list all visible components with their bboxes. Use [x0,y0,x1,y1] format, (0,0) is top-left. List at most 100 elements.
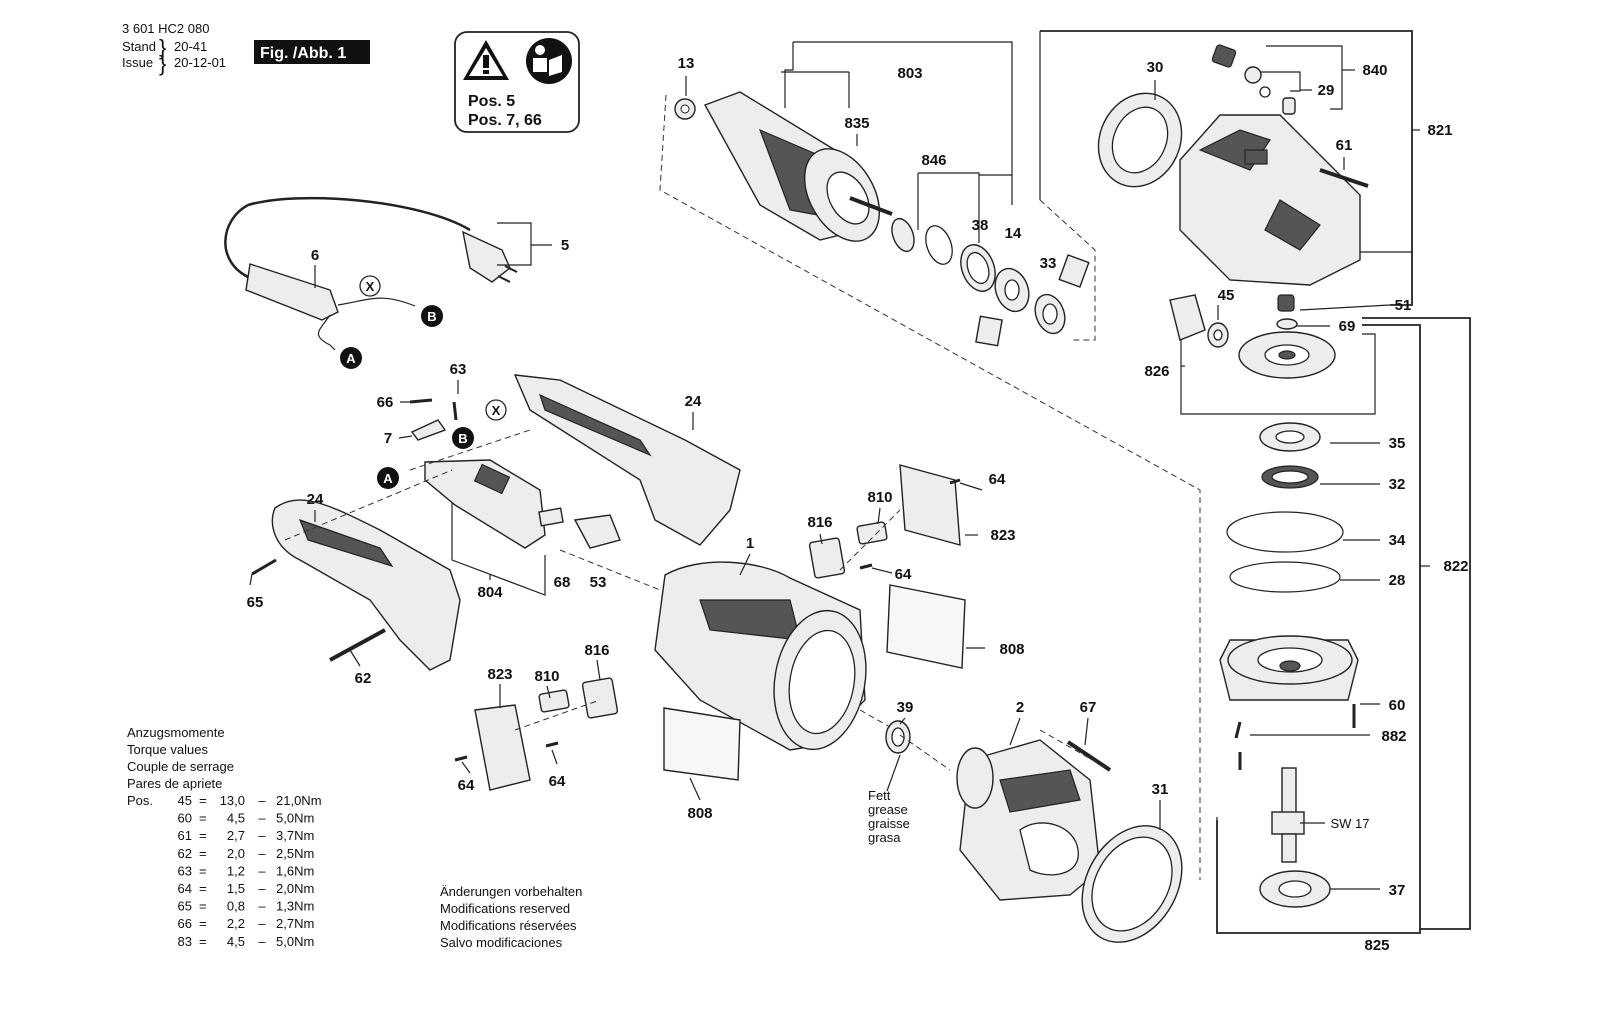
torque-row-max: 1,6Nm [276,863,314,878]
svg-text:B: B [458,431,467,446]
torque-row-min: 4,5 [227,811,245,826]
modification-notes: Änderungen vorbehalten Modifications res… [440,884,582,950]
issue-value: 20-12-01 [174,55,226,70]
torque-row-max: 2,5Nm [276,846,314,861]
figure-label: Fig. /Abb. 1 [260,45,346,62]
svg-text:A: A [383,471,393,486]
marker-x-1: X [359,275,381,297]
torque-row-dash: – [258,934,266,949]
svg-text:Änderungen vorbehalten: Änderungen vorbehalten [440,884,582,899]
torque-pos-label: Pos. [127,793,153,808]
callout-33: 33 [1040,255,1057,272]
torque-row-pos: 61 [178,828,192,843]
torque-row-max: 5,0Nm [276,934,314,949]
svg-text:graisse: graisse [868,816,910,831]
read-manual-icon [526,38,572,84]
callout-803: 803 [897,65,922,82]
callout-29: 29 [1318,82,1335,99]
drawing-number: 3 601 HC2 080 [122,21,209,36]
field-coil-group [956,729,1183,943]
torque-row-equals: = [199,881,207,896]
torque-row-min: 2,7 [227,828,245,843]
svg-text:}: } [159,35,166,60]
document-header: 3 601 HC2 080 Stand } 20-41 Issue } 20-1… [122,21,370,76]
torque-row-max: 21,0Nm [276,793,322,808]
callout-64-brush-cover: 64 [989,471,1006,488]
callout-826: 826 [1144,363,1169,380]
svg-text:Modifications réservées: Modifications réservées [440,918,577,933]
torque-row-dash: – [258,828,266,843]
callout-816-lower: 816 [584,642,609,659]
warning-line-1: Pos. 5 [468,93,515,110]
callout-846: 846 [921,152,946,169]
torque-row-equals: = [199,828,207,843]
torque-row-max: 2,0Nm [276,881,314,896]
part-callouts: 13 803 835 846 38 14 33 30 840 29 821 61… [247,55,1469,954]
torque-row-dash: – [258,899,266,914]
torque-row-min: 2,0 [227,846,245,861]
callout-2: 2 [1016,699,1024,716]
torque-row-min: 4,5 [227,934,245,949]
torque-row-min: 2,2 [227,916,245,931]
torque-row-min: 1,2 [227,863,245,878]
callout-1: 1 [746,535,754,552]
torque-title-fr: Couple de serrage [127,759,234,774]
svg-text:Salvo modificaciones: Salvo modificaciones [440,935,563,950]
torque-row-pos: 64 [178,881,192,896]
torque-row-equals: = [199,811,207,826]
svg-text:Modifications reserved: Modifications reserved [440,901,570,916]
callout-822: 822 [1443,558,1468,575]
callout-63: 63 [450,361,467,378]
torque-row-dash: – [258,916,266,931]
callout-31: 31 [1152,781,1169,798]
callout-28: 28 [1389,572,1406,589]
torque-row-dash: – [258,793,266,808]
callout-808-right: 808 [999,641,1024,658]
svg-text:grease: grease [868,802,908,817]
callout-14: 14 [1005,225,1022,242]
torque-row-equals: = [199,934,207,949]
torque-values-table: Anzugsmomente Torque values Couple de se… [127,725,322,949]
torque-row-pos: 63 [178,863,192,878]
callout-24-handle: 24 [307,491,324,508]
callout-53: 53 [590,574,607,591]
callout-840: 840 [1362,62,1387,79]
svg-text:A: A [346,351,356,366]
svg-text:Fett: Fett [868,788,891,803]
torque-title-de: Anzugsmomente [127,725,225,740]
callout-leader-lines [249,76,1345,830]
callout-64-upper: 64 [895,566,912,583]
callout-6: 6 [311,247,319,264]
torque-title-en: Torque values [127,742,208,757]
callout-66: 66 [377,394,394,411]
callout-835: 835 [844,115,869,132]
callout-64-lower-left: 64 [458,777,475,794]
torque-row-min: 13,0 [220,793,245,808]
callout-30: 30 [1147,59,1164,76]
issue-label: Issue [122,55,153,70]
callout-65: 65 [247,594,264,611]
torque-row-pos: 45 [178,793,192,808]
torque-row-max: 5,0Nm [276,811,314,826]
marker-a-2: A [377,467,399,489]
gear-head-group [1097,44,1391,908]
callout-810-upper: 810 [867,489,892,506]
torque-row-dash: – [258,846,266,861]
callout-24-top: 24 [685,393,702,410]
callout-61: 61 [1336,137,1353,154]
torque-row-dash: – [258,881,266,896]
grease-note: Fett grease graisse grasa [868,788,910,845]
callout-35: 35 [1389,435,1406,452]
callout-39: 39 [897,699,914,716]
warning-triangle-icon [463,40,509,80]
callout-810-lower: 810 [534,668,559,685]
marker-b-1: B [421,305,443,327]
marker-b-2: B [452,427,474,449]
callout-823-upper: 823 [990,527,1015,544]
callout-32: 32 [1389,476,1406,493]
armature-group [659,41,1201,880]
callout-sw17: SW 17 [1330,816,1369,831]
torque-row-pos: 66 [178,916,192,931]
warning-line-2: Pos. 7, 66 [468,112,542,129]
